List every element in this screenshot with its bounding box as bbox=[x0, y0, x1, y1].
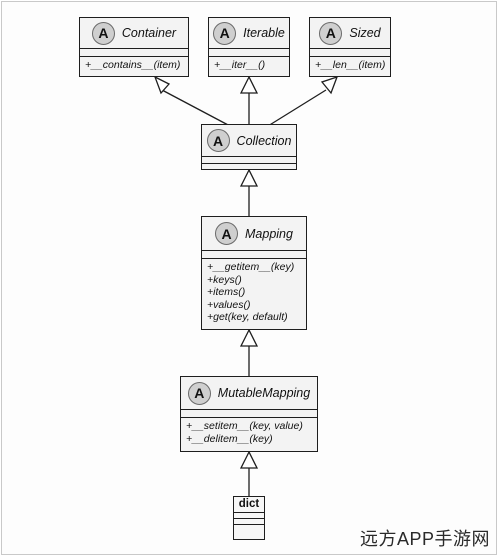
edge-collection-to-container bbox=[161, 89, 231, 127]
arrowhead-mapping bbox=[239, 328, 259, 347]
class-sized-header: A Sized bbox=[310, 18, 390, 49]
class-mutable-mapping: A MutableMapping +__setitem__(key, value… bbox=[180, 376, 318, 452]
class-dict: dict bbox=[233, 496, 265, 540]
method: +values() bbox=[207, 298, 251, 311]
class-name: MutableMapping bbox=[217, 386, 311, 400]
method: +get(key, default) bbox=[207, 311, 288, 323]
methods-compartment: +__iter__() bbox=[209, 57, 289, 72]
class-name: dict bbox=[234, 497, 264, 513]
methods-compartment bbox=[234, 519, 264, 525]
abstract-badge-icon: A bbox=[91, 21, 115, 45]
class-collection: A Collection bbox=[201, 124, 297, 170]
arrowhead-sized bbox=[320, 75, 339, 95]
attributes-compartment bbox=[209, 49, 289, 57]
arrowhead-collection bbox=[239, 168, 259, 187]
arrowhead-container bbox=[153, 75, 171, 95]
attributes-compartment bbox=[310, 49, 390, 57]
class-name: Collection bbox=[236, 133, 292, 148]
class-name: Iterable bbox=[243, 26, 285, 40]
class-container: A Container +__contains__(item) bbox=[79, 17, 189, 77]
attributes-compartment bbox=[80, 49, 188, 57]
method: +__iter__() bbox=[214, 59, 266, 71]
method: +__len__(item) bbox=[315, 59, 386, 71]
watermark: 远方APP手游网 bbox=[359, 529, 490, 549]
class-mapping-header: A Mapping bbox=[202, 217, 306, 251]
abstract-badge-icon: A bbox=[206, 129, 230, 152]
class-collection-header: A Collection bbox=[202, 125, 296, 157]
abstract-badge-icon: A bbox=[215, 222, 239, 245]
methods-compartment: +__getitem__(key) +keys() +items() +valu… bbox=[202, 259, 306, 324]
abstract-badge-icon: A bbox=[213, 21, 237, 45]
attributes-compartment bbox=[181, 410, 317, 418]
class-iterable: A Iterable +__iter__() bbox=[208, 17, 290, 77]
method: +__getitem__(key) bbox=[207, 261, 295, 273]
methods-compartment: +__len__(item) bbox=[310, 57, 390, 72]
class-name: Mapping bbox=[245, 226, 293, 241]
method: +keys() bbox=[207, 273, 242, 286]
methods-compartment: +__setitem__(key, value) +__delitem__(ke… bbox=[181, 418, 317, 445]
method: +items() bbox=[207, 286, 246, 298]
class-name: Container bbox=[121, 26, 177, 40]
arrowhead-mutablemapping bbox=[239, 450, 259, 469]
class-mutable-mapping-header: A MutableMapping bbox=[181, 377, 317, 410]
abstract-badge-icon: A bbox=[319, 21, 343, 45]
method: +__delitem__(key) bbox=[186, 432, 273, 445]
class-name: Sized bbox=[349, 26, 381, 40]
attributes-compartment bbox=[234, 513, 264, 519]
class-sized: A Sized +__len__(item) bbox=[309, 17, 391, 77]
class-container-header: A Container bbox=[80, 18, 188, 49]
edge-collection-to-sized bbox=[267, 89, 327, 127]
class-iterable-header: A Iterable bbox=[209, 18, 289, 49]
method: +__contains__(item) bbox=[85, 59, 181, 71]
attributes-compartment bbox=[202, 157, 296, 164]
method: +__setitem__(key, value) bbox=[186, 420, 303, 432]
attributes-compartment bbox=[202, 251, 306, 259]
arrowhead-iterable bbox=[239, 75, 259, 94]
methods-compartment: +__contains__(item) bbox=[80, 57, 188, 72]
class-mapping: A Mapping +__getitem__(key) +keys() +ite… bbox=[201, 216, 307, 330]
abstract-badge-icon: A bbox=[187, 381, 211, 405]
